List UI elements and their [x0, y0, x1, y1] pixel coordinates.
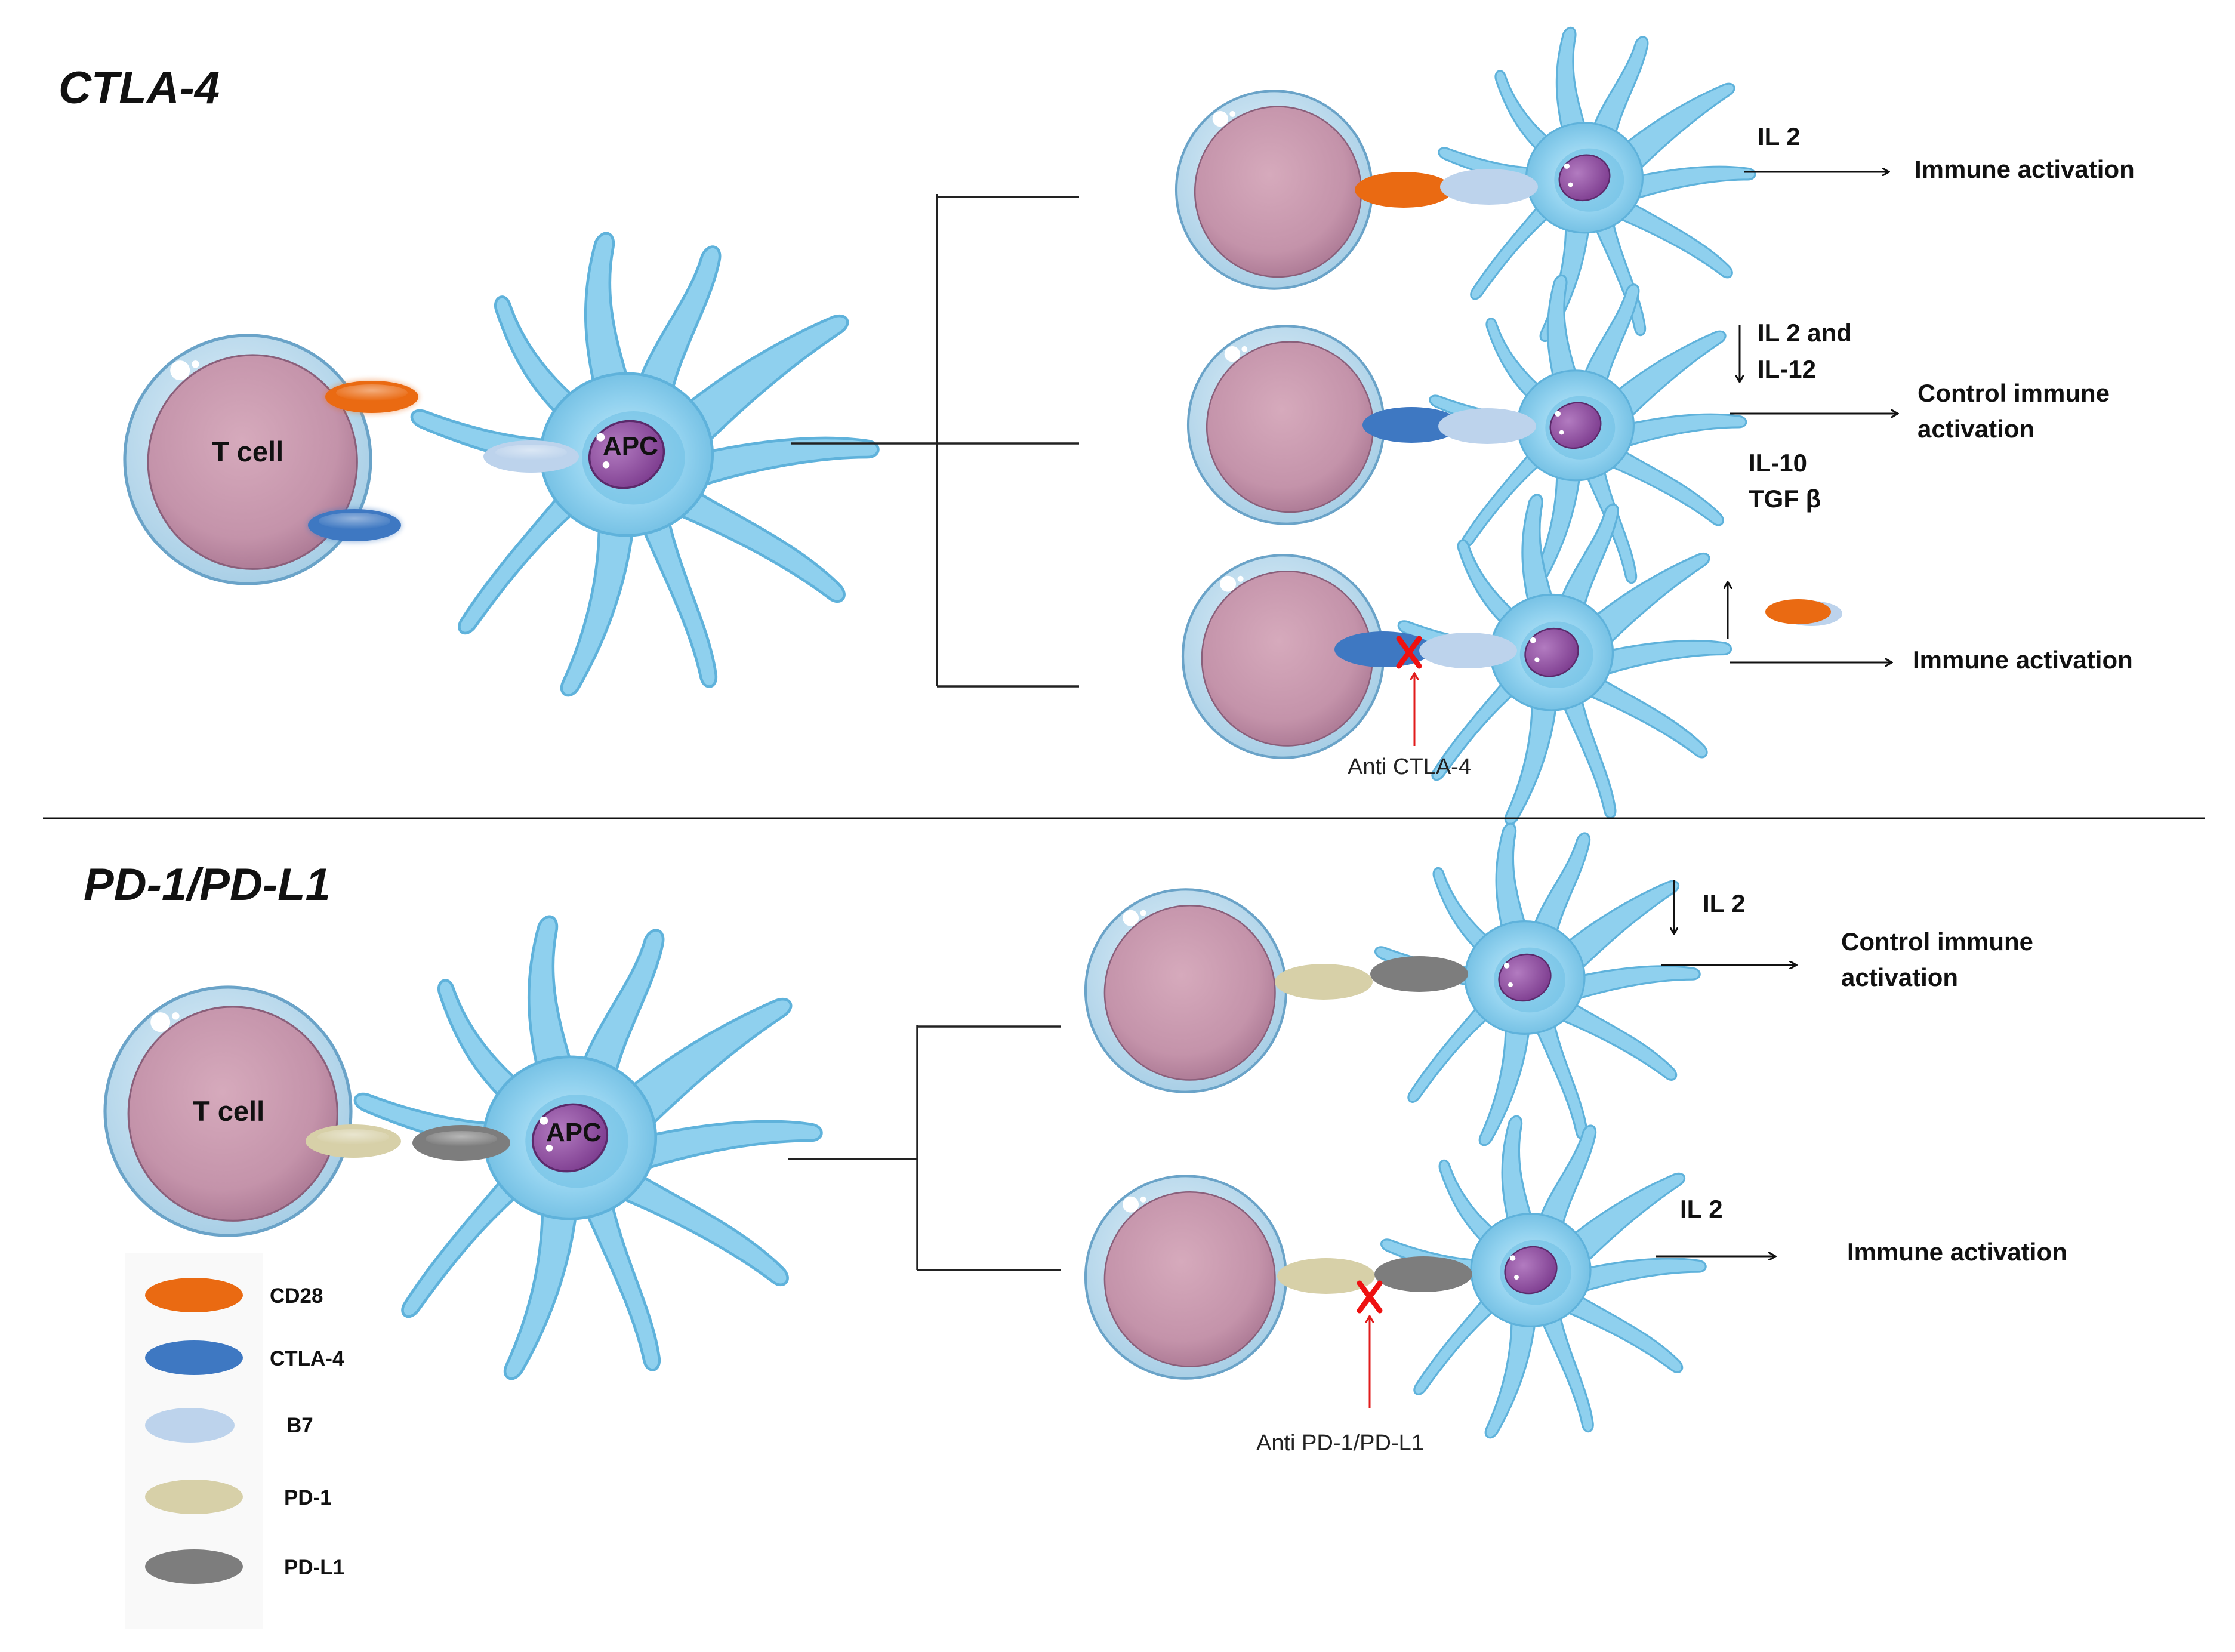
b7-swatch — [145, 1408, 235, 1443]
ctla4-row2-interaction — [1188, 274, 1747, 590]
inhibition-x-mark — [1357, 1280, 1383, 1314]
ctla4-row3-outcome: Immune activation — [1913, 646, 2133, 674]
ctla4-row2-extra-line1: IL-10 — [1749, 449, 1807, 477]
ctla4-row1-interaction — [1176, 26, 1756, 343]
apc-label: APC — [546, 1118, 602, 1147]
b7-ligand — [1438, 408, 1536, 444]
t-cell-main-pd1: T cell — [105, 987, 351, 1235]
b7-ligand — [1419, 633, 1517, 668]
t-cell-main-ctla4: T cell — [125, 335, 371, 584]
pdl1-ligand — [412, 1125, 510, 1161]
pdl1-ligand — [1370, 956, 1468, 992]
ctla4-row1-cytokine: IL 2 — [1758, 122, 1801, 150]
anti-ctla4-label: Anti CTLA-4 — [1348, 754, 1471, 779]
ctla4-row2-cytokine-line1: IL 2 and — [1758, 319, 1852, 347]
ctla4-row1-outcome: Immune activation — [1915, 155, 2135, 183]
pdl1-ligand — [1374, 1256, 1472, 1292]
pd1-receptor — [1277, 1258, 1375, 1294]
legend-label: CTLA-4 — [270, 1347, 344, 1370]
pd1-row1-cytokine: IL 2 — [1703, 889, 1746, 917]
pd1-row2-interaction — [1086, 1115, 1707, 1439]
bracket-pd1 — [788, 1025, 1061, 1271]
b7-ligand — [483, 440, 579, 473]
ctla4-swatch — [145, 1340, 243, 1375]
pd1-receptor — [306, 1124, 401, 1158]
pd1-row2-outcome: Immune activation — [1847, 1238, 2067, 1266]
legend-item-b7: B7 — [145, 1408, 313, 1443]
apc-main-pd1: APC — [355, 917, 821, 1379]
inhibition-x-mark — [1396, 636, 1422, 669]
legend-label: PD-L1 — [284, 1556, 344, 1579]
apc-label: APC — [603, 432, 658, 461]
ctla4-row2-outcome-line2: activation — [1918, 415, 2034, 443]
legend-item-pd1: PD-1 — [145, 1480, 332, 1514]
b7-ligand — [1440, 169, 1538, 205]
legend-item-cd28: CD28 — [145, 1278, 323, 1312]
legend-item-pdl1: PD-L1 — [145, 1549, 344, 1584]
legend-label: B7 — [286, 1414, 313, 1437]
pd1-row2-cytokine: IL 2 — [1680, 1195, 1723, 1223]
ctla4-receptor — [1362, 407, 1460, 443]
section-title-ctla4: CTLA-4 — [58, 63, 220, 113]
pd1-row1-interaction — [1086, 822, 1701, 1146]
bracket-ctla4 — [791, 194, 1079, 688]
legend: CD28 CTLA-4 B7 PD-1 PD-L1 — [125, 1253, 344, 1629]
pd1-row1-outcome-line1: Control immune — [1841, 927, 2033, 956]
legend-label: CD28 — [270, 1284, 323, 1308]
cd28-b7-complex-icon — [1765, 599, 1842, 626]
section-title-pd1: PD-1/PD-L1 — [84, 859, 331, 910]
legend-label: PD-1 — [284, 1486, 332, 1509]
ctla4-row2-cytokine-line2: IL-12 — [1758, 355, 1816, 383]
ctla4-row2-outcome-line1: Control immune — [1918, 379, 2110, 407]
t-cell-label: T cell — [212, 436, 283, 467]
t-cell-label: T cell — [193, 1095, 264, 1127]
apc-main-ctla4: APC — [412, 233, 878, 695]
cd28-receptor — [1355, 172, 1453, 208]
pd1-row1-outcome-line2: activation — [1841, 963, 1958, 991]
legend-item-ctla4: CTLA-4 — [145, 1340, 344, 1375]
cd28-swatch — [145, 1278, 243, 1312]
pdl1-swatch — [145, 1549, 243, 1584]
cd28-receptor — [324, 379, 420, 415]
ctla4-row2-extra-line2: TGF β — [1749, 485, 1821, 513]
anti-pd1-label: Anti PD-1/PD-L1 — [1256, 1431, 1424, 1456]
pd1-receptor — [1275, 964, 1373, 1000]
pd1-swatch — [145, 1480, 243, 1514]
ctla4-receptor — [307, 507, 402, 543]
